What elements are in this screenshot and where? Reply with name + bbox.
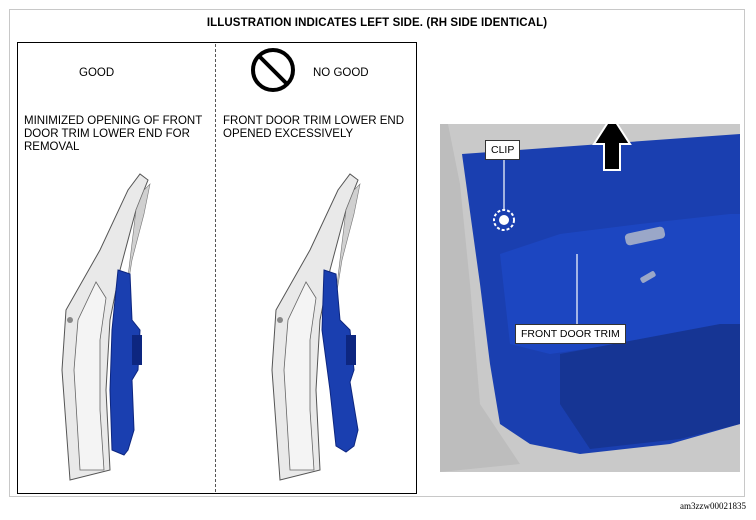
front-door-trim-callout: FRONT DOOR TRIM bbox=[515, 324, 626, 344]
door-trim-shape bbox=[109, 269, 141, 456]
door-trim-illustration bbox=[440, 124, 740, 472]
door-section-no-good bbox=[271, 173, 361, 481]
door-trim-panel bbox=[500, 214, 740, 354]
door-frame-shape bbox=[73, 281, 107, 471]
door-frame-shape bbox=[283, 281, 317, 471]
clip-callout: CLIP bbox=[485, 140, 521, 160]
door-trim-photo bbox=[440, 124, 740, 472]
prohibited-icon bbox=[251, 48, 295, 92]
door-trim-shape bbox=[321, 269, 359, 453]
door-handle-shape bbox=[624, 226, 666, 246]
good-label: GOOD bbox=[79, 67, 115, 79]
door-frame-shape bbox=[67, 317, 73, 323]
door-trim-shape bbox=[132, 335, 142, 365]
panel-divider bbox=[215, 44, 216, 492]
no-good-label: NO GOOD bbox=[313, 67, 369, 79]
door-trim-shape bbox=[346, 335, 356, 365]
figure-title: ILLUSTRATION INDICATES LEFT SIDE. (RH SI… bbox=[206, 17, 548, 29]
no-good-description: FRONT DOOR TRIM LOWER END OPENED EXCESSI… bbox=[223, 115, 405, 140]
door-section-good bbox=[61, 173, 151, 481]
comparison-panel bbox=[17, 42, 417, 494]
door-handle-shape bbox=[640, 271, 656, 283]
door-frame-shape bbox=[277, 317, 283, 323]
good-description: MINIMIZED OPENING OF FRONT DOOR TRIM LOW… bbox=[24, 115, 203, 153]
reference-code: am3zzw00021835 bbox=[680, 501, 746, 511]
door-body-shape bbox=[440, 124, 520, 472]
up-arrow-icon bbox=[592, 124, 632, 171]
door-trim-panel bbox=[560, 324, 740, 449]
figure-frame bbox=[9, 9, 745, 497]
